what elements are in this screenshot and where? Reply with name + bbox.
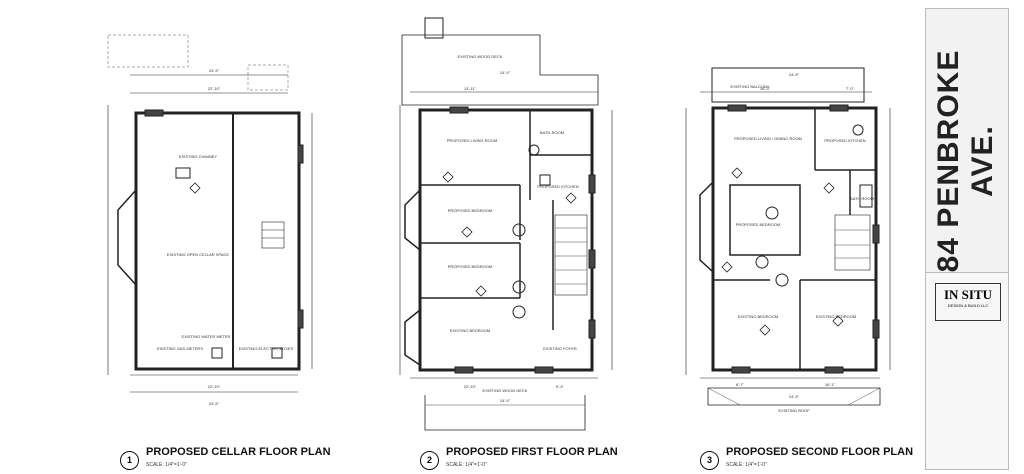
firm-logo: IN SITU DESIGN & BUILD LLC bbox=[935, 283, 1001, 321]
room-label: EXISTING BEDROOM bbox=[816, 314, 856, 319]
room-label: PROPOSED KITCHEN bbox=[824, 138, 865, 143]
plan-caption-2: PROPOSED FIRST FLOOR PLAN bbox=[446, 446, 618, 458]
first-floor-plan-drawing bbox=[399, 17, 613, 431]
room-label: EXISTING GAS METERS bbox=[157, 346, 203, 351]
diamond-markers bbox=[189, 167, 844, 336]
plan-caption-1: PROPOSED CELLAR FLOOR PLAN bbox=[146, 446, 331, 458]
room-label: PROPOSED LIVING / DINING ROOM bbox=[734, 136, 802, 141]
room-label: EXISTING BALCONY bbox=[731, 84, 770, 89]
dimension-label: 24'-9" bbox=[209, 68, 220, 73]
room-label: BATH-ROOM bbox=[540, 130, 564, 135]
dimension-label: 16'-1" bbox=[825, 382, 836, 387]
plan-scale-3: SCALE: 1/4"=1'-0" bbox=[726, 462, 767, 468]
dimension-label: 13'-11" bbox=[464, 86, 477, 91]
plan-number-2: 2 bbox=[420, 451, 439, 470]
dimension-label: 24'-9" bbox=[500, 70, 511, 75]
dimension-label: 8'-7" bbox=[736, 382, 745, 387]
room-label: PROPOSED LIVING ROOM bbox=[447, 138, 497, 143]
room-label: EXISTING ROOF bbox=[778, 408, 810, 413]
room-labels: EXISTING CHIMNEY EXISTING OPEN CELLAR SP… bbox=[157, 54, 874, 413]
dimension-label: 24'-9" bbox=[789, 72, 800, 77]
cellar-plan-drawing bbox=[107, 34, 313, 393]
dimension-label: 16'-3" bbox=[760, 86, 771, 91]
dimension-label: 24'-9" bbox=[209, 401, 220, 406]
room-label: PROPOSED BEDROOM bbox=[448, 264, 492, 269]
dimension-label: 24'-9" bbox=[500, 398, 511, 403]
room-label: EXISTING FOYER bbox=[543, 346, 577, 351]
room-label: BATH ROOM bbox=[850, 196, 874, 201]
title-block-address: 84 PENBROKE AVE. bbox=[925, 8, 1009, 274]
room-label: PROPOSED KITCHEN bbox=[537, 184, 578, 189]
title-block-details: IN SITU DESIGN & BUILD LLC bbox=[925, 272, 1009, 470]
firm-subtitle: DESIGN & BUILD LLC bbox=[947, 303, 989, 308]
plan-caption-3: PROPOSED SECOND FLOOR PLAN bbox=[726, 446, 914, 458]
dimension-label: 22'-10" bbox=[208, 384, 221, 389]
room-label: PROPOSED BEDROOM bbox=[736, 222, 780, 227]
dimension-labels: 24'-9" 22'-10" 22'-10" 24'-9" 24'-9" 13'… bbox=[208, 68, 855, 406]
room-label: EXISTING ELECTRIC BOXES bbox=[239, 346, 294, 351]
room-label: PROPOSED BEDROOM bbox=[448, 208, 492, 213]
address-label: 84 PENBROKE AVE. bbox=[932, 49, 999, 273]
room-label: EXISTING OPEN CELLAR SPACE bbox=[167, 252, 229, 257]
dimension-label: 22'-10" bbox=[208, 86, 221, 91]
room-label: EXISTING CHIMNEY bbox=[179, 154, 218, 159]
dimension-label: 9'-4" bbox=[556, 384, 565, 389]
dimension-label: 22'-10" bbox=[464, 384, 477, 389]
second-floor-plan-drawing bbox=[685, 67, 891, 406]
room-label: EXISTING WATER METER bbox=[182, 334, 231, 339]
plan-scale-1: SCALE: 1/4"=1'-0" bbox=[146, 462, 187, 468]
dimension-label: 7'-0" bbox=[846, 86, 855, 91]
plan-number-3: 3 bbox=[700, 451, 719, 470]
firm-name: IN SITU bbox=[943, 287, 993, 302]
room-label: EXISTING BEDROOM bbox=[738, 314, 778, 319]
room-label: EXISTING WOOD DECK bbox=[483, 388, 528, 393]
room-label: EXISTING WOOD DECK bbox=[458, 54, 503, 59]
plan-number-1: 1 bbox=[120, 451, 139, 470]
plan-scale-2: SCALE: 1/4"=1'-0" bbox=[446, 462, 487, 468]
dimension-label: 24'-9" bbox=[789, 394, 800, 399]
room-label: EXISTING BEDROOM bbox=[450, 328, 490, 333]
